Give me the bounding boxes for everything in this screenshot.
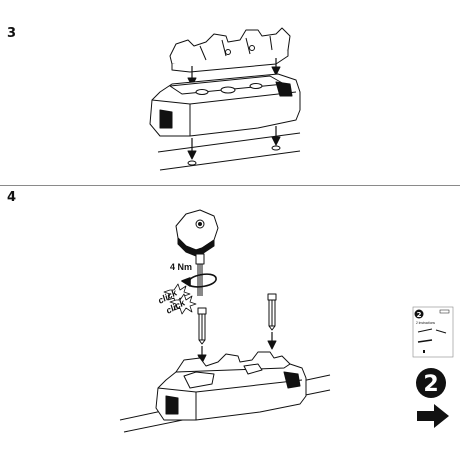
torque-key-icon	[175, 209, 219, 296]
rail-mount-holes-step3	[187, 145, 281, 166]
step-divider	[0, 185, 460, 186]
doc-number: 2	[417, 311, 422, 319]
next-instructions-reference: 2 2 Instructions 2	[412, 306, 454, 428]
next-step-badge: 2	[416, 368, 446, 398]
instruction-document-thumbnail: 2 2 Instructions	[412, 306, 454, 358]
step-3-number: 3	[7, 26, 17, 41]
click-burst-icon	[163, 283, 197, 315]
step-3-illustration	[149, 27, 301, 171]
bolt-right-icon	[267, 293, 277, 331]
rubber-pad-top	[169, 27, 291, 73]
rotation-arrow-icon	[181, 273, 217, 288]
mount-arrows-step3	[187, 126, 281, 160]
step-4-illustration: 4 Nm click click	[119, 209, 331, 433]
step-4-number: 4	[7, 190, 17, 205]
arrow-right-icon	[417, 404, 449, 428]
bolt-arrows-step4	[197, 332, 277, 364]
next-step-number: 2	[423, 372, 438, 397]
torque-label: 4 Nm	[170, 262, 192, 272]
roof-rack-foot-step3	[149, 73, 301, 137]
bolt-left-icon	[197, 307, 207, 345]
doc-title: 2 Instructions	[416, 321, 435, 325]
roof-rack-foot-step4	[155, 351, 307, 421]
